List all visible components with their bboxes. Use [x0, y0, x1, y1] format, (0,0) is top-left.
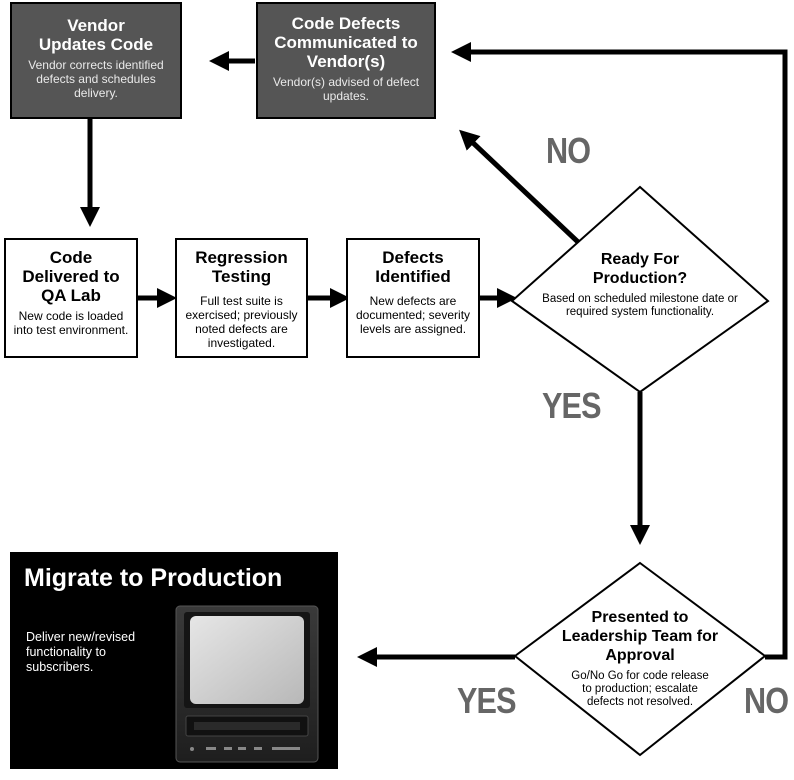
node-code-delivered: Code Delivered to QA Lab New code is loa… [4, 238, 138, 358]
migrate-desc: Deliver new/revised functionality to sub… [26, 630, 136, 674]
label-no-ready: NO [546, 130, 591, 171]
decision-ready-diamond [510, 185, 770, 394]
decision-presented-text: Presented to Leadership Team for Approva… [560, 608, 720, 709]
node-defects-identified: Defects Identified New defects are docum… [346, 238, 480, 358]
arrow-ready-no-to-defects [459, 129, 580, 244]
node-defects-communicated: Code Defects Communicated to Vendor(s) V… [256, 2, 436, 119]
node-title: Code Defects Communicated to Vendor(s) [274, 14, 418, 71]
migrate-title: Migrate to Production [24, 564, 283, 592]
node-desc: Full test suite is exercised; previously… [185, 294, 298, 350]
node-title: Regression Testing [195, 248, 288, 286]
label-yes-ready: YES [542, 385, 602, 426]
decision-desc: Go/No Go for code release to production;… [571, 670, 709, 708]
decision-presented-diamond [513, 561, 767, 757]
node-regression-testing: Regression Testing Full test suite is ex… [175, 238, 308, 358]
decision-title: Ready For Production? [592, 251, 688, 287]
node-vendor-updates: Vendor Updates Code Vendor corrects iden… [10, 2, 182, 119]
node-migrate-production: Migrate to Production Deliver new/revise… [10, 552, 338, 769]
node-desc: Vendor(s) advised of defect updates. [272, 75, 420, 103]
node-desc: Vendor corrects identified defects and s… [28, 58, 164, 100]
node-title: Code Delivered to QA Lab [22, 248, 120, 305]
television-icon [175, 605, 319, 763]
decision-desc: Based on scheduled milestone date or req… [542, 293, 738, 318]
arrow-presented-no-loop [466, 49, 788, 660]
node-desc: New defects are documented; severity lev… [355, 294, 471, 336]
label-yes-leadership: YES [457, 680, 517, 721]
node-title: Defects Identified [375, 248, 451, 286]
node-desc: New code is loaded into test environment… [13, 309, 129, 337]
label-no-leadership: NO [744, 680, 789, 721]
decision-ready-text: Ready For Production? Based on scheduled… [540, 250, 740, 319]
node-title: Vendor Updates Code [38, 16, 154, 54]
decision-title: Presented to Leadership Team for Approva… [561, 609, 719, 664]
